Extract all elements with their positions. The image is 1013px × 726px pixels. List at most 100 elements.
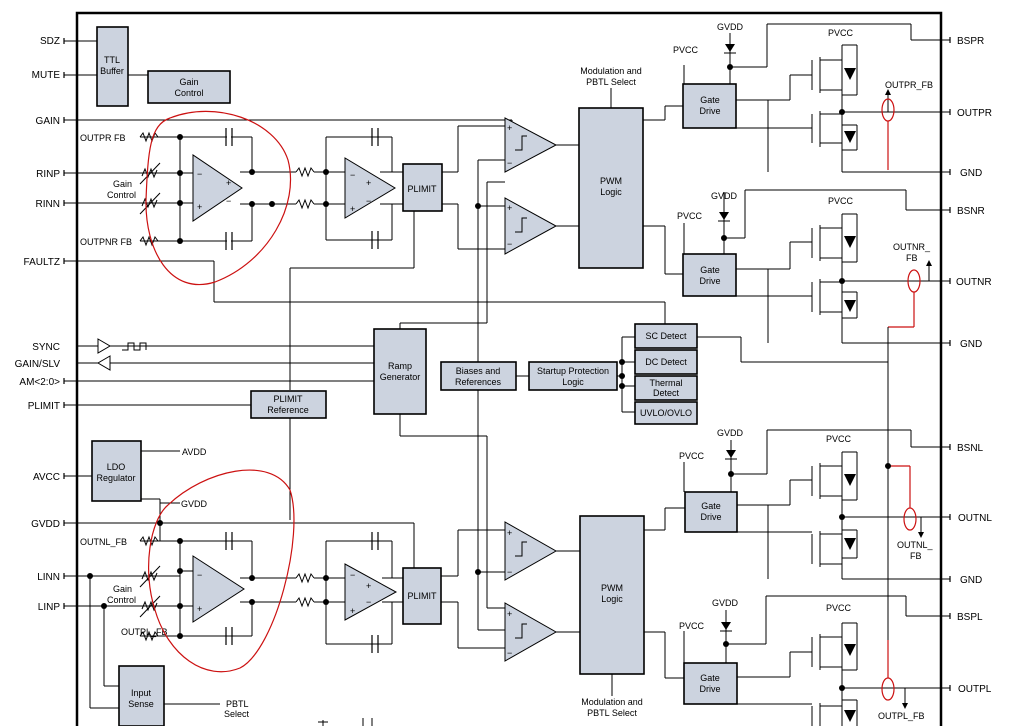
pvcc-label-3: PVCC [677,211,703,221]
modulation-bottom-label-1: Modulation and [581,697,643,707]
thermal-detect-block [634,375,698,401]
gate-drive-outpl-label-2: Drive [699,684,720,694]
svg-text:+: + [366,178,371,188]
gvdd-label-4: GVDD [712,598,739,608]
pvcc-label-1: PVCC [673,45,699,55]
pin-am: AM<2:0> [19,377,60,388]
plimit-block-top [402,163,443,212]
pwm-logic-block-bottom [579,515,645,675]
pin-sync: SYNC [32,342,60,353]
svg-text:+: + [507,203,512,213]
svg-text:−: − [366,597,371,607]
pin-bspr: BSPR [957,36,984,47]
gvdd-label-1: GVDD [717,22,744,32]
outnr-fb-label-2: FB [906,253,918,263]
pin-avcc: AVCC [33,472,60,483]
pin-outnr: OUTNR [956,277,992,288]
outnl-fb-label-2: FB [910,551,922,561]
pin-gnd-2: GND [960,339,982,350]
plimit-bottom-label: PLIMIT [407,591,437,601]
gate-drive-outnr [682,253,737,297]
svg-text:+: + [350,606,355,616]
svg-text:+: + [197,202,202,212]
pin-gain-slv: GAIN/SLV [15,359,61,370]
pin-outnl: OUTNL [958,513,992,524]
pvcc-label-4: PVCC [828,196,854,206]
svg-text:−: − [350,570,355,580]
modulation-top-label-1: Modulation and [580,66,642,76]
svg-text:−: − [507,158,512,168]
pin-gnd-3: GND [960,575,982,586]
comparator-top-2 [504,197,558,255]
ttl-buffer-block [96,26,129,107]
svg-text:−: − [197,570,202,580]
pvcc-label-5: PVCC [679,451,705,461]
pwm-logic-bottom-label-2: Logic [601,594,623,604]
input-opamp-right [192,154,243,222]
gate-drive-outnr-label-1: Gate [700,265,720,275]
pin-linn: LINN [37,572,60,583]
chip-outline [75,11,943,726]
pin-rinn: RINN [36,199,60,210]
gate-drive-outnl-label-2: Drive [700,512,721,522]
gate-drive-outpr-label-2: Drive [699,106,720,116]
output-stage-outpl [683,595,950,726]
input-sense-block [118,665,165,726]
gain-control-label-2: Control [174,88,203,98]
outnl-fb-input-label: OUTNL_FB [80,537,127,547]
startup-label-2: Logic [562,377,584,387]
output-stage-outpr [683,23,950,173]
uvlo-ovlo-label: UVLO/OVLO [640,408,692,418]
pwm-logic-top-label-2: Logic [600,187,622,197]
red-annotation-circle-top [145,110,292,286]
pin-bsnl: BSNL [957,443,984,454]
gate-drive-outpr-label-1: Gate [700,95,720,105]
outpl-fb-input-label: OUTPL_FB [121,627,168,637]
plimit-top-label: PLIMIT [407,184,437,194]
svg-text:+: + [366,581,371,591]
pbtl-select-label-2: Select [224,709,250,719]
outpnr-fb-input-label: OUTPNR FB [80,237,132,247]
gate-drive-outpl [683,662,738,705]
pin-mute: MUTE [32,70,61,81]
gain-control-l-1: Gain [113,584,132,594]
pwm-logic-top-label-1: PWM [600,176,622,186]
pin-sdz: SDZ [40,36,60,47]
pwm-logic-bottom-label-1: PWM [601,583,623,593]
svg-text:−: − [507,239,512,249]
ramp-generator-label-2: Generator [380,372,421,382]
ldo-label-2: Regulator [96,473,135,483]
modulation-bottom-label-2: PBTL Select [587,708,637,718]
sync-buffer-icon [97,338,111,354]
gain-slv-buffer-icon [97,355,111,371]
outnl-fb-label-1: OUTNL_ [897,540,934,550]
red-annotation-circle-bottom [148,469,295,673]
avdd-label: AVDD [182,447,207,457]
comparator-bottom-2 [504,602,558,662]
plimit-reference-label-2: Reference [267,405,309,415]
pin-outpr: OUTPR [957,108,992,119]
pin-linp: LINP [38,602,61,613]
comparator-bottom-1 [504,521,558,581]
biases-label-2: References [455,377,502,387]
thermal-label-1: Thermal [649,378,682,388]
outpl-fb-label: OUTPL_FB [878,711,925,721]
svg-text:−: − [197,169,202,179]
svg-text:+: + [507,123,512,133]
pin-outpl: OUTPL [958,684,992,695]
gate-drive-outnr-label-2: Drive [699,276,720,286]
biases-label-1: Biases and [456,366,501,376]
gvdd-label-3: GVDD [717,428,744,438]
biases-block [440,361,517,391]
svg-text:−: − [366,196,371,206]
gain-control-block [147,70,231,104]
gain-control-label-1: Gain [179,77,198,87]
ramp-generator-label-1: Ramp [388,361,412,371]
gate-drive-outpl-label-1: Gate [700,673,720,683]
red-probe-outnl [903,507,917,531]
gate-drive-outpr [682,83,737,129]
pin-bsnr: BSNR [957,206,985,217]
ttl-buffer-label-1: TTL [104,55,120,65]
outpr-fb-input-label: OUTPR FB [80,133,126,143]
